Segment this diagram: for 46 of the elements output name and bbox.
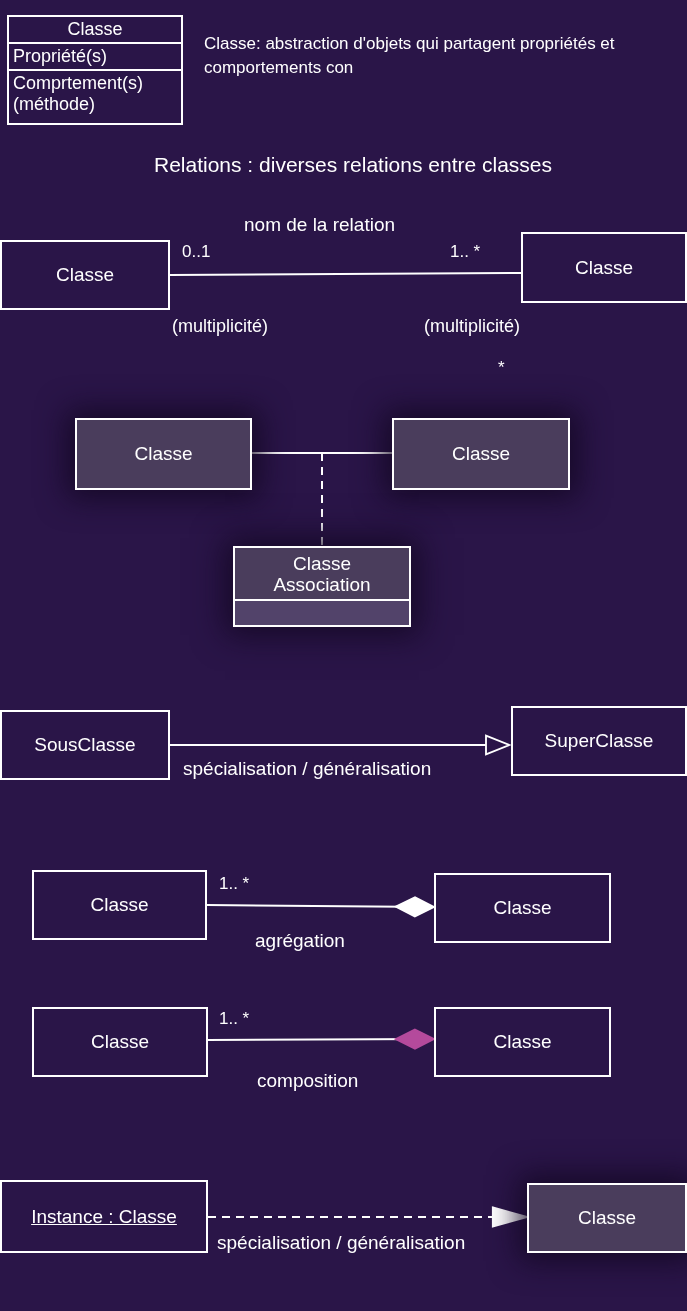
class-name: Classe xyxy=(90,1031,150,1053)
multiplicity-label: * xyxy=(498,358,505,378)
dashed-arrow xyxy=(207,1206,528,1228)
class-name: Classe xyxy=(451,443,511,465)
class-box xyxy=(434,873,611,943)
diamond-association-line xyxy=(207,1028,435,1050)
class-name: Classe xyxy=(134,443,193,465)
class-methods: Comprtement(s) (méthode) xyxy=(9,69,181,123)
class-attributes: Propriété(s) xyxy=(9,42,181,69)
class-name: Classe xyxy=(493,897,552,919)
shaded-class-box xyxy=(392,418,570,490)
class-name: SuperClasse xyxy=(544,730,654,752)
multiplicity-label: 1.. * xyxy=(450,242,481,262)
class-box xyxy=(7,15,183,125)
multiplicity-label: 1.. * xyxy=(219,1009,250,1029)
class-box xyxy=(434,1007,611,1077)
class-name: Classe xyxy=(574,256,634,279)
shaded-class-box xyxy=(527,1183,687,1253)
association-class-box xyxy=(233,546,411,627)
section-heading: Relations : diverses relations entre classes xyxy=(154,153,552,177)
class-name: Classe Association xyxy=(272,552,372,595)
multiplicity-note: (multiplicité) xyxy=(424,316,520,337)
dashed-line xyxy=(321,452,323,547)
multiplicity-note: (multiplicité) xyxy=(172,316,268,337)
class-name: SousClasse xyxy=(34,734,136,756)
shaded-class-box xyxy=(75,418,252,490)
class-box xyxy=(0,240,170,310)
class-box xyxy=(521,232,687,303)
class-box xyxy=(32,870,207,940)
line xyxy=(169,272,522,276)
multiplicity-label: 1.. * xyxy=(219,874,250,894)
class-name: Classe xyxy=(493,1031,552,1053)
arrow xyxy=(169,734,511,756)
line xyxy=(251,452,393,454)
multiplicity-label: 0..1 xyxy=(182,242,211,262)
diamond-association-line xyxy=(206,896,435,918)
class-name: Classe xyxy=(66,18,124,41)
class-name: Classe xyxy=(577,1207,637,1229)
class-box xyxy=(0,1180,208,1253)
class-box xyxy=(511,706,687,776)
class-box xyxy=(32,1007,208,1077)
class-name: Classe xyxy=(55,264,115,286)
class-box xyxy=(0,710,170,780)
description-text: Classe: abstraction d'objets qui partagent propriétés et comportements con xyxy=(204,33,616,79)
instance-name: Instance : Classe xyxy=(31,1205,177,1228)
class-name: Classe xyxy=(90,894,149,916)
